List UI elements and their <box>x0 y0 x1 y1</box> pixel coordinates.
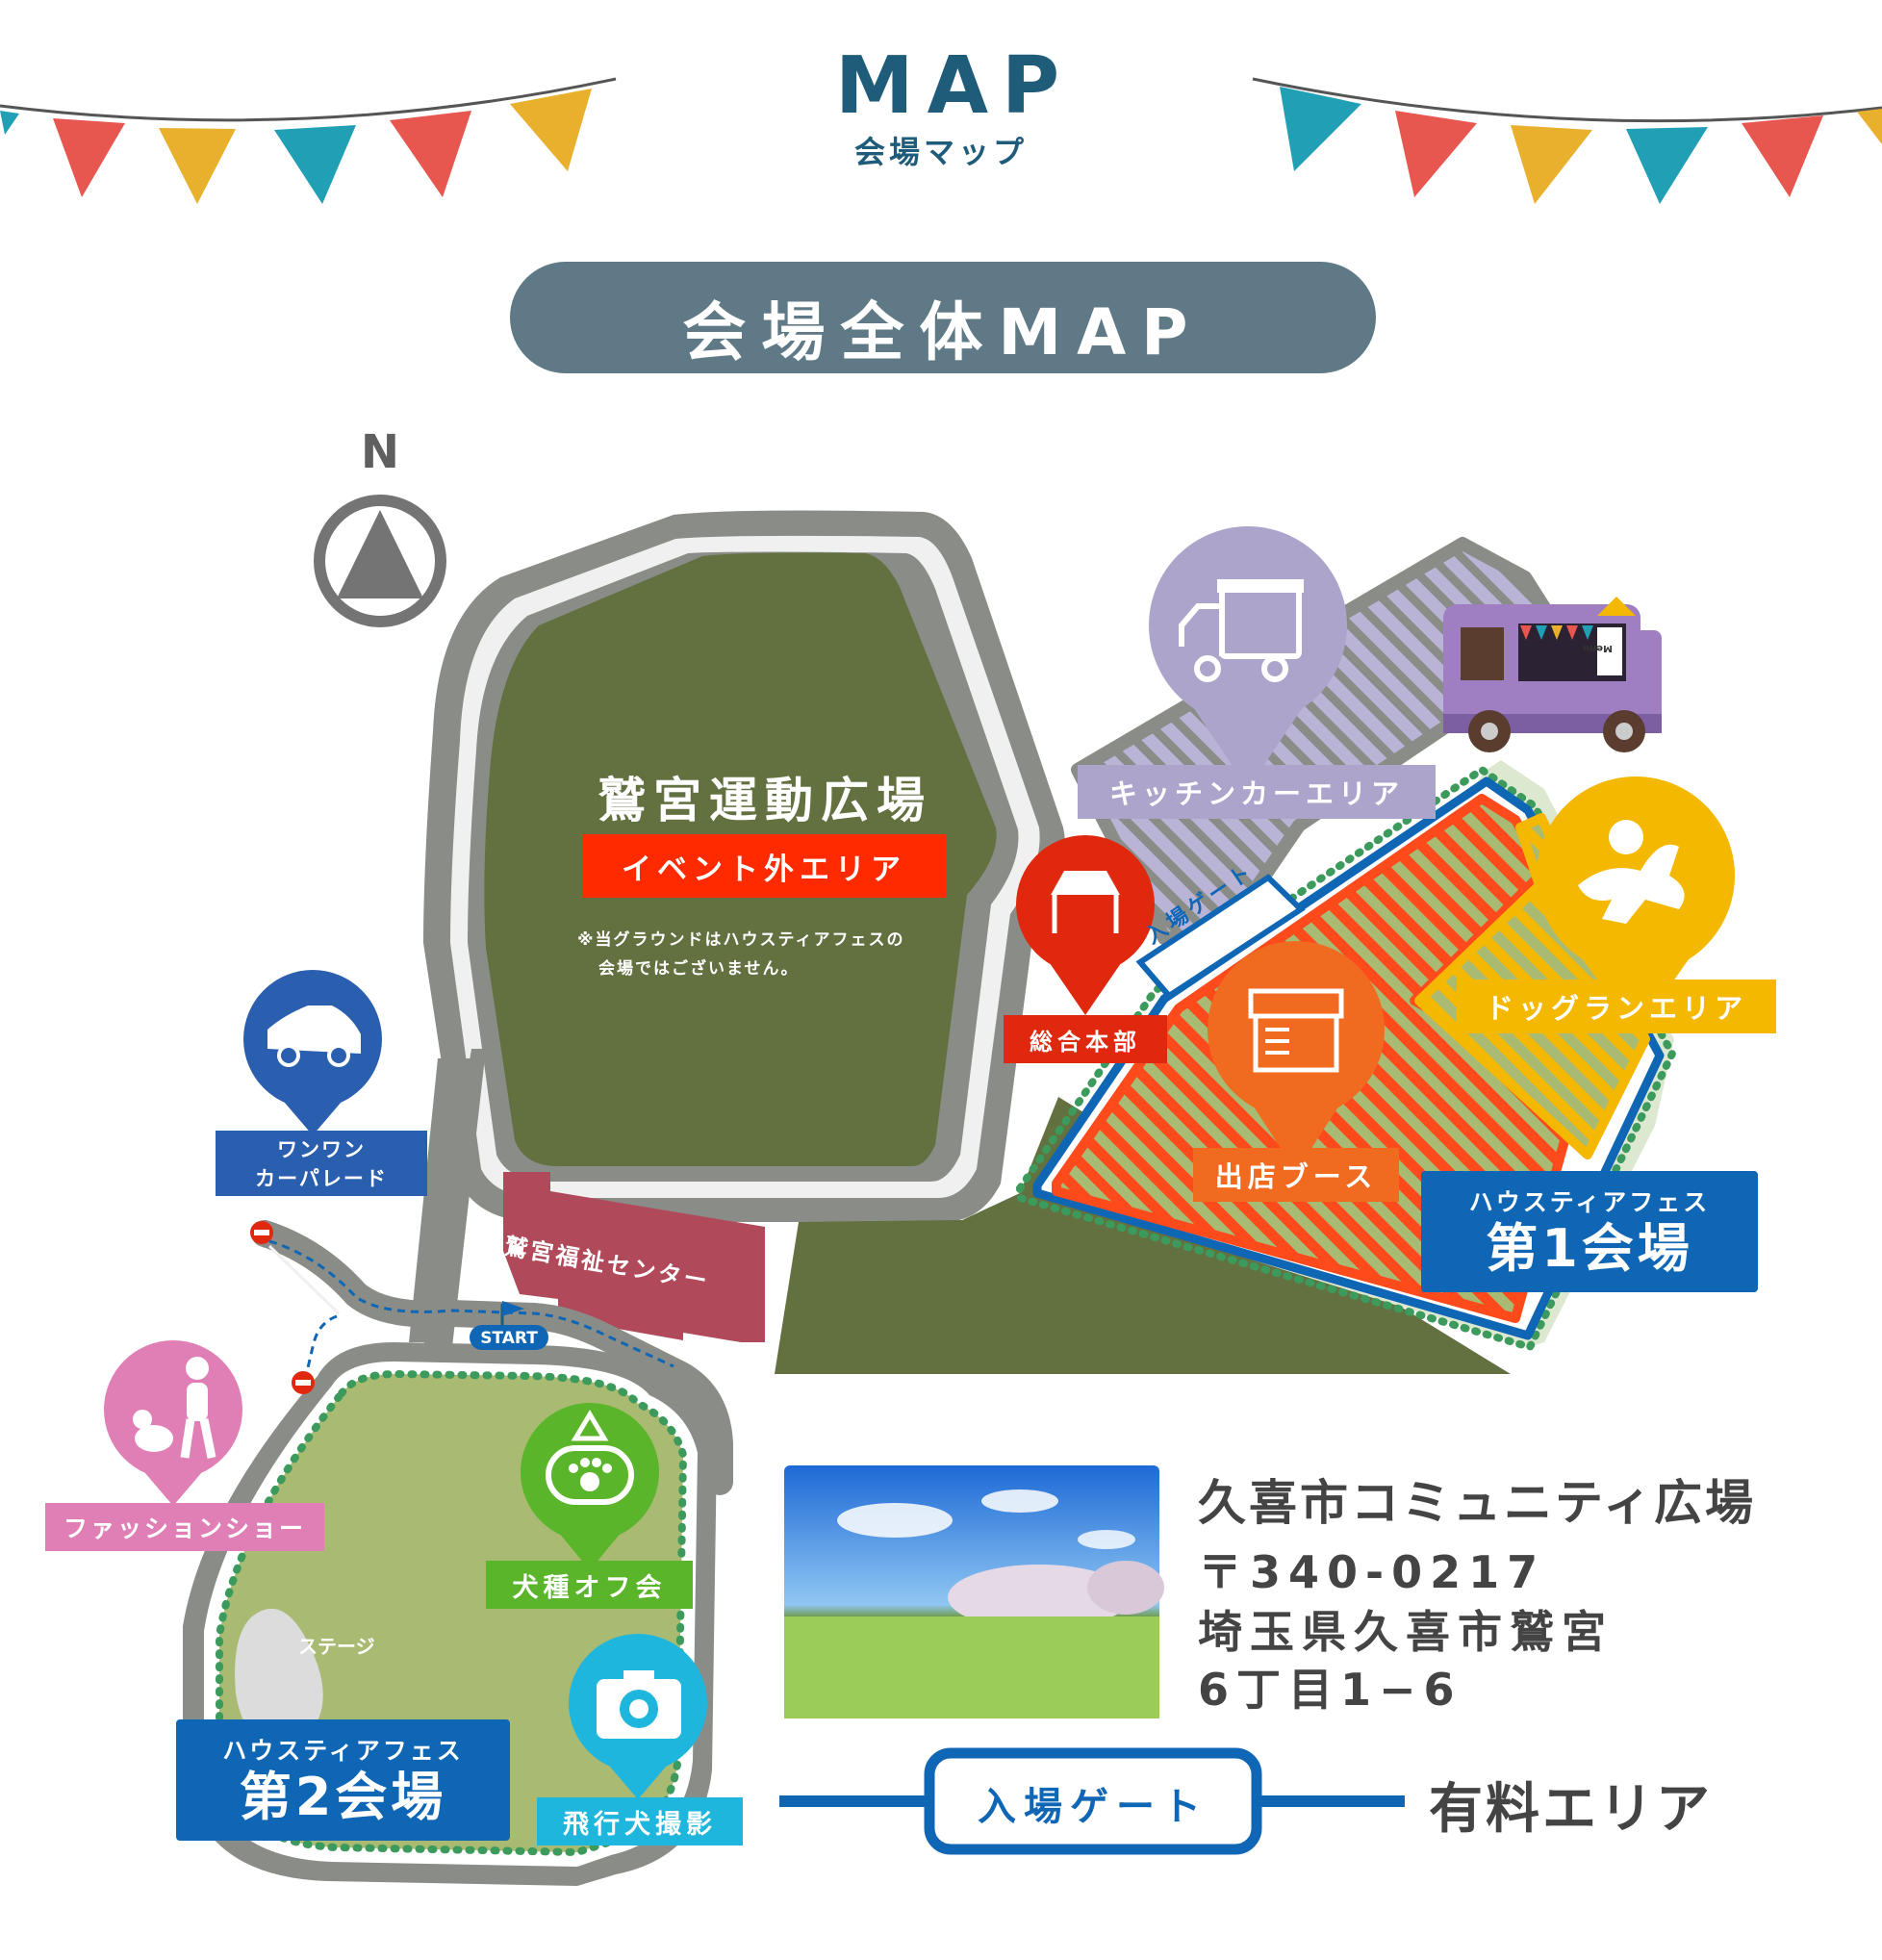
venue1-label-line1: ハウスティアフェス <box>1468 1188 1711 1216</box>
venue-address-line1: 埼玉県久喜市鷲宮 <box>1198 1606 1614 1658</box>
no-entry-sign-icon <box>250 1221 273 1244</box>
off-meeting-label: 犬種オフ会 <box>486 1561 693 1609</box>
car-parade-label: ワンワン カーパレード <box>216 1131 427 1196</box>
venue1-label: ハウスティアフェス 第1会場 <box>1421 1171 1758 1292</box>
venue1-label-line2: 第1会場 <box>1486 1218 1693 1279</box>
bunting-left-decoration <box>0 77 617 204</box>
non-event-area-badge: イベント外エリア <box>582 834 946 898</box>
legend-gate-label: 入場ゲート <box>978 1785 1208 1829</box>
stage-area <box>235 1608 323 1751</box>
kitchen-car-area-label: キッチンカーエリア <box>1078 765 1436 819</box>
no-entry-sign-icon-2 <box>292 1371 315 1394</box>
legend-paid-area: 有料エリア <box>1429 1778 1713 1841</box>
page-subtitle: 会場マップ <box>853 134 1028 170</box>
car-parade-pin <box>243 970 382 1135</box>
headquarters-label: 総合本部 <box>1004 1015 1167 1063</box>
food-truck-menu-sign: Menu <box>1583 643 1613 653</box>
venue-postal-code: 〒340-0217 <box>1198 1546 1546 1598</box>
venue2-label: ハウスティアフェス 第2会場 <box>176 1719 510 1841</box>
flying-dog-photo-pin <box>569 1634 707 1799</box>
food-truck-illustration <box>1443 597 1662 752</box>
kitchen-car-pin <box>1149 526 1347 789</box>
headquarters-pin <box>1016 835 1155 1015</box>
sports-ground-name: 鷲宮運動広場 <box>598 773 932 828</box>
entrance-gate-diagonal <box>1135 874 1306 1000</box>
legend-gate-line <box>779 1747 1405 1855</box>
fashion-show-pin <box>104 1340 242 1506</box>
start-flag-icon <box>470 1301 548 1350</box>
sports-ground-note-line2: 会場ではございません。 <box>598 959 800 979</box>
vendor-booth-label: 出店ブース <box>1193 1148 1399 1202</box>
booth-pin <box>1208 941 1385 1172</box>
car-parade-label-line1: ワンワン <box>277 1138 366 1161</box>
venue-photo <box>784 1465 1164 1718</box>
page-title: MAP <box>835 40 1074 132</box>
dog-run-area-label: ドッグランエリア <box>1457 980 1776 1033</box>
off-meeting-pin <box>521 1403 659 1570</box>
bunting-right-decoration <box>1252 77 1882 204</box>
sports-ground-note-line1: ※当グラウンドはハウスティアフェスの <box>577 930 905 950</box>
compass-icon <box>314 495 446 627</box>
stage-label: ステージ <box>298 1635 375 1658</box>
venue-address-line2: 6丁目1−6 <box>1198 1664 1462 1716</box>
flying-dog-photo-label: 飛行犬撮影 <box>537 1797 743 1845</box>
start-label: START <box>480 1329 538 1348</box>
venue2-label-line1: ハウスティアフェス <box>222 1737 464 1765</box>
car-parade-route <box>251 1220 733 1495</box>
venue-name: 久喜市コミュニティ広場 <box>1198 1475 1756 1531</box>
venue2-label-line2: 第2会場 <box>239 1767 447 1827</box>
banner-title: 会場全体MAP <box>682 295 1204 369</box>
banner-background <box>510 262 1376 373</box>
car-parade-label-line2: カーパレード <box>255 1167 388 1190</box>
compass-north-label: N <box>360 425 400 479</box>
welfare-center-building <box>503 1172 765 1342</box>
fashion-show-label: ファッションショー <box>45 1503 324 1551</box>
